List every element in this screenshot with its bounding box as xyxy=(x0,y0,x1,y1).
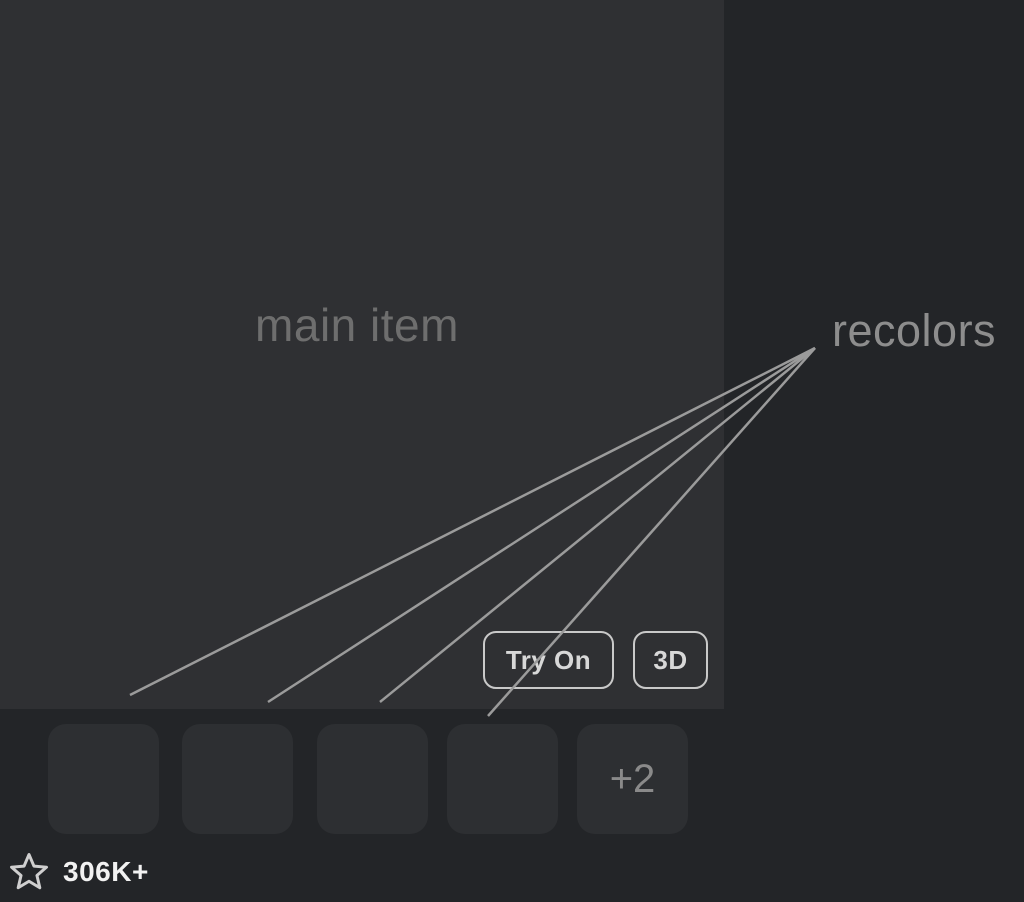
try-on-button[interactable]: Try On xyxy=(483,631,614,689)
overflow-count-label: +2 xyxy=(609,756,656,801)
main-item-label: main item xyxy=(255,299,459,351)
recolor-tile[interactable] xyxy=(182,724,293,834)
recolor-tile[interactable] xyxy=(48,724,159,834)
view-3d-button[interactable]: 3D xyxy=(633,631,708,689)
recolors-annotation-label: recolors xyxy=(832,305,997,356)
recolor-tile[interactable] xyxy=(447,724,558,834)
recolor-tile-overflow[interactable]: +2 xyxy=(577,724,688,834)
main-item-panel[interactable]: main item xyxy=(0,0,724,709)
favorites-count: 306K+ xyxy=(63,856,149,887)
favorites-row: 306K+ xyxy=(8,851,149,893)
star-outline-icon xyxy=(8,851,50,893)
recolor-tile[interactable] xyxy=(317,724,428,834)
